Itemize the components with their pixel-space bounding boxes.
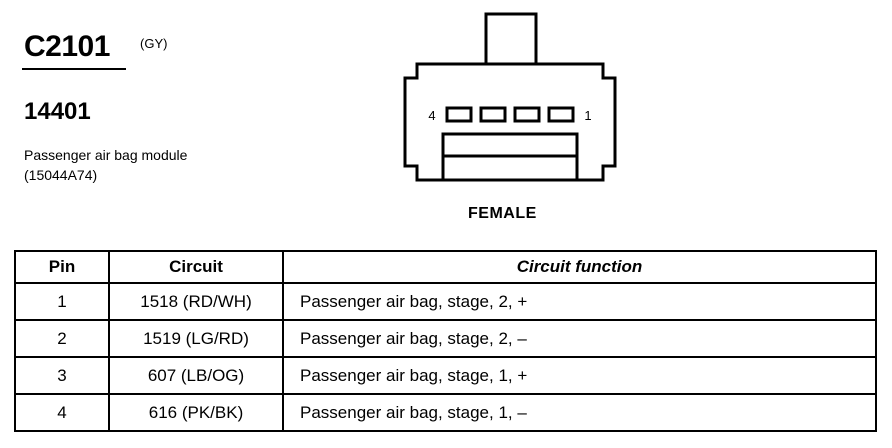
- table-row: 2 1519 (LG/RD) Passenger air bag, stage,…: [14, 319, 877, 358]
- pin-cavity-1: [547, 106, 575, 123]
- connector-face-diagram: 4 1: [403, 12, 617, 182]
- table-header-row: Pin Circuit Circuit function: [14, 250, 877, 284]
- pin-label-left: 4: [428, 108, 435, 123]
- pinout-table: Pin Circuit Circuit function 1 1518 (RD/…: [14, 250, 877, 432]
- cell-circuit: 1518 (RD/WH): [108, 282, 284, 321]
- pin-label-right: 1: [584, 108, 591, 123]
- cell-circuit: 616 (PK/BK): [108, 393, 284, 432]
- cell-function: Passenger air bag, stage, 2, +: [282, 282, 877, 321]
- connector-color-code: (GY): [140, 36, 168, 51]
- part-number: 14401: [24, 98, 91, 125]
- table-row: 3 607 (LB/OG) Passenger air bag, stage, …: [14, 356, 877, 395]
- locking-tab: [484, 12, 538, 66]
- cell-function: Passenger air bag, stage, 1, –: [282, 393, 877, 432]
- table-row: 1 1518 (RD/WH) Passenger air bag, stage,…: [14, 282, 877, 321]
- cell-circuit: 607 (LB/OG): [108, 356, 284, 395]
- cell-function: Passenger air bag, stage, 2, –: [282, 319, 877, 358]
- pin-cavity-4: [445, 106, 473, 123]
- cell-circuit: 1519 (LG/RD): [108, 319, 284, 358]
- cell-pin: 4: [14, 393, 110, 432]
- table-row: 4 616 (PK/BK) Passenger air bag, stage, …: [14, 393, 877, 432]
- pin-cavity-3: [479, 106, 507, 123]
- connector-description: Passenger air bag module: [24, 147, 188, 163]
- cell-pin: 2: [14, 319, 110, 358]
- header-circuit: Circuit: [108, 250, 284, 284]
- connector-gender-label: FEMALE: [468, 205, 537, 222]
- connector-id: C2101: [24, 30, 110, 63]
- header-circuit-function: Circuit function: [282, 250, 877, 284]
- cell-pin: 3: [14, 356, 110, 395]
- connector-description-part: (15044A74): [24, 167, 98, 183]
- cell-function: Passenger air bag, stage, 1, +: [282, 356, 877, 395]
- header-pin: Pin: [14, 250, 110, 284]
- connector-id-underline: [22, 68, 126, 70]
- cell-pin: 1: [14, 282, 110, 321]
- pin-cavity-2: [513, 106, 541, 123]
